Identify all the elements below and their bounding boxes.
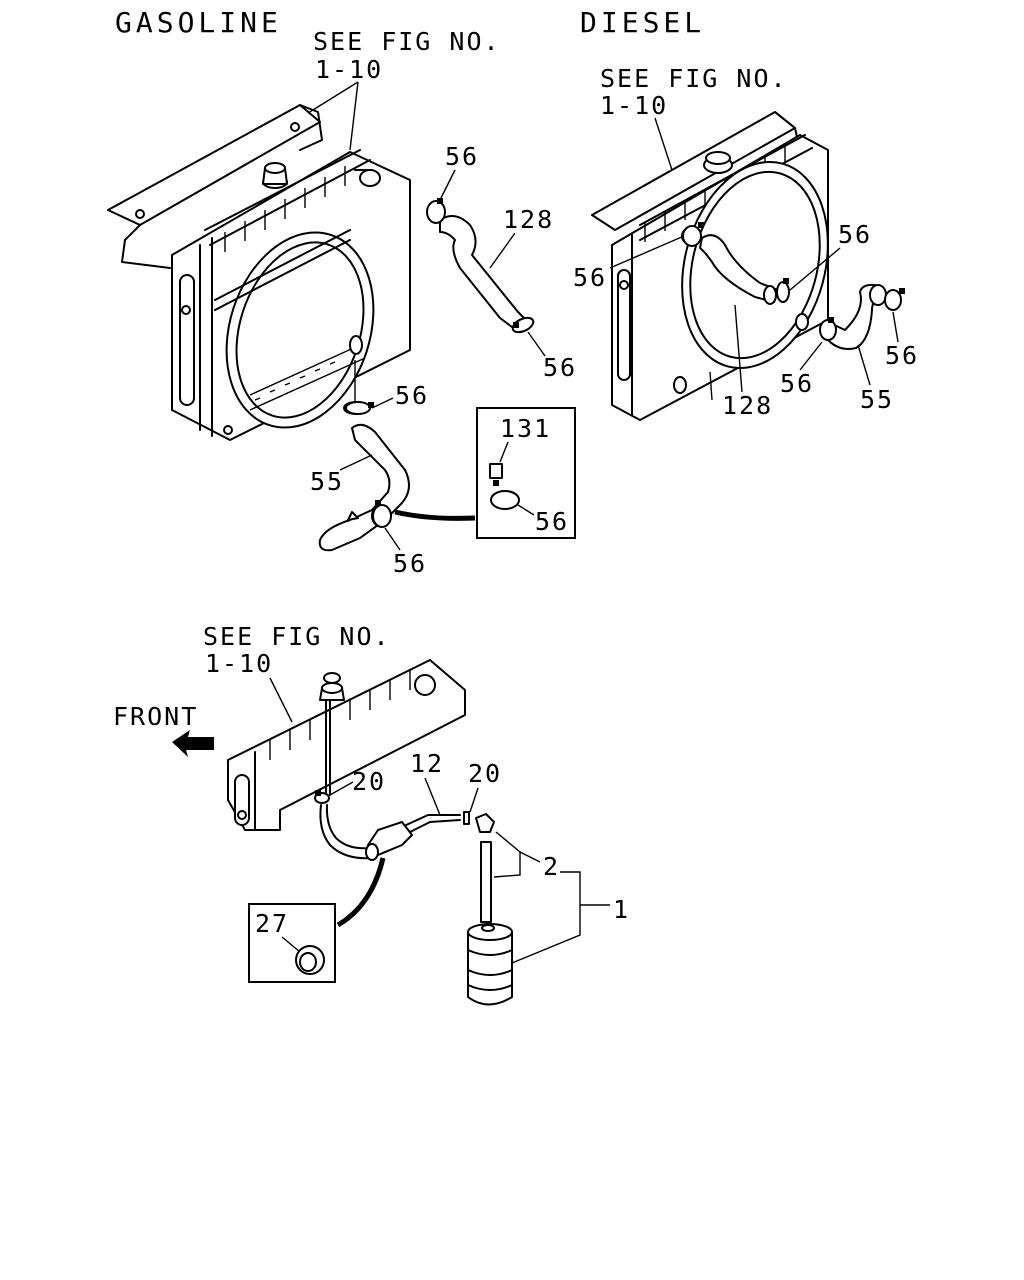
gasoline-radiator-bracket xyxy=(107,104,323,269)
front-label: FRONT xyxy=(113,702,198,731)
diesel-clamp-lower xyxy=(819,317,837,341)
callout-56-bottom: 56 xyxy=(393,549,427,578)
tube-clamp-left xyxy=(314,790,330,804)
callout-56-diesel-left: 56 xyxy=(573,263,607,292)
gasoline-see-fig-label: SEE FIG NO. xyxy=(313,27,501,56)
diesel-assembly: SEE FIG NO. 1-10 xyxy=(573,64,919,421)
callout-27: 27 xyxy=(255,909,289,938)
diesel-clamp-right xyxy=(776,278,790,303)
callout-128: 128 xyxy=(503,205,554,234)
callout-128-diesel: 128 xyxy=(722,391,773,420)
gasoline-fig-number: 1-10 xyxy=(315,55,383,84)
callout-56-diesel-lower: 56 xyxy=(780,369,814,398)
gasoline-clamp-detail-inset: 131 56 xyxy=(476,407,576,539)
callout-131: 131 xyxy=(500,414,551,443)
gasoline-radiator xyxy=(171,149,411,441)
callout-56-diesel-right: 56 xyxy=(838,220,872,249)
diesel-see-fig-label: SEE FIG NO. xyxy=(600,64,788,93)
gasoline-inset-leader xyxy=(394,509,476,521)
diesel-clamp-far xyxy=(884,288,905,311)
callout-12: 12 xyxy=(410,749,444,778)
front-arrow-icon xyxy=(172,730,214,757)
callout-55-diesel: 55 xyxy=(860,385,894,414)
gasoline-heading: GASOLINE xyxy=(115,6,282,39)
grommet-detail-inset: 27 xyxy=(248,903,336,983)
callout-56-top: 56 xyxy=(445,142,479,171)
diesel-upper-hose xyxy=(699,234,779,305)
callout-20-left: 20 xyxy=(352,767,386,796)
diesel-heading: DIESEL xyxy=(580,6,705,39)
gasoline-hose-clamp-bottom xyxy=(347,500,392,528)
grommet-inset-leader xyxy=(336,857,386,928)
callout-2: 2 xyxy=(543,852,560,881)
overflow-tube xyxy=(319,699,461,860)
gasoline-hose-clamp-top xyxy=(426,198,446,224)
reservoir-assembly: SEE FIG NO. 1-10 FRONT xyxy=(113,622,630,1006)
reservoir-fig-number: 1-10 xyxy=(205,649,273,678)
gasoline-assembly: SEE FIG NO. 1-10 xyxy=(107,27,577,578)
callout-55: 55 xyxy=(310,467,344,496)
callout-56-diesel-far: 56 xyxy=(885,341,919,370)
tube-clamp-right xyxy=(463,811,495,833)
hose-connector xyxy=(365,821,413,861)
gasoline-hose-clamp-lower xyxy=(511,316,535,334)
callout-1: 1 xyxy=(613,895,630,924)
diesel-radiator xyxy=(611,134,829,421)
callout-56-right: 56 xyxy=(543,353,577,382)
diesel-fig-number: 1-10 xyxy=(600,91,668,120)
reservoir-tank xyxy=(467,841,513,1006)
callout-56-mid: 56 xyxy=(395,381,429,410)
reservoir-radiator xyxy=(227,659,466,831)
gasoline-hose-clamp-mid xyxy=(345,401,374,415)
callout-20-right: 20 xyxy=(468,759,502,788)
reservoir-see-fig-label: SEE FIG NO. xyxy=(203,622,391,651)
callout-56-inset: 56 xyxy=(535,507,569,536)
